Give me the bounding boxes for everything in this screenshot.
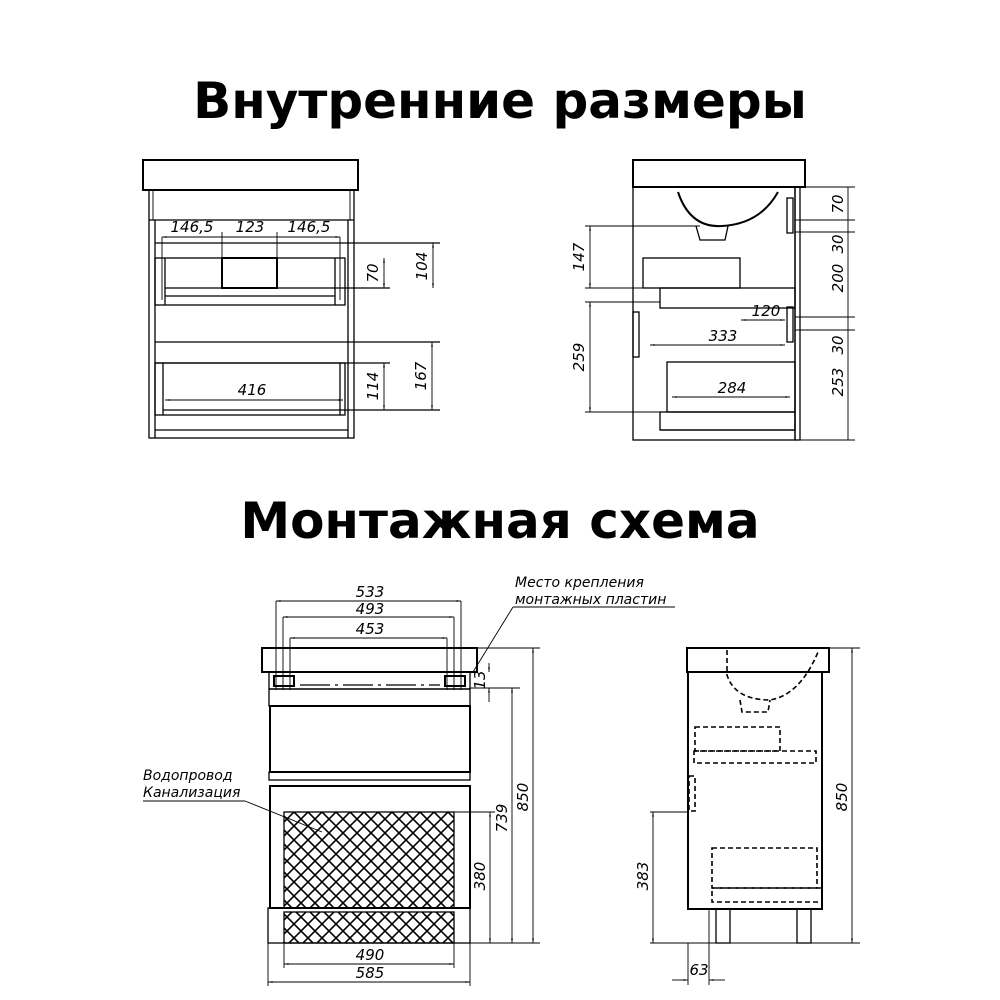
mounting-front-view: 533 493 453 490 585 13 739 850 380 Место…	[143, 575, 675, 986]
pipe-zone-hatch	[283, 811, 455, 909]
dim-width-490: 490	[356, 946, 385, 964]
dim-upper-section-height: 104	[413, 252, 431, 281]
dim-side-right-1: 70	[829, 194, 847, 213]
dim-side-right-2: 30	[829, 234, 847, 253]
callout-mount-line2: монтажных пластин	[515, 592, 666, 608]
dim-height-380: 380	[471, 862, 489, 891]
dim-lower-section-height: 167	[412, 361, 430, 390]
dim-height-13: 13	[471, 670, 489, 689]
dim-upper-drawer-height: 70	[364, 263, 382, 282]
dim-width-533: 533	[356, 583, 385, 601]
dim-left-width: 146,5	[171, 218, 214, 236]
dim-side-height-850: 850	[833, 783, 851, 812]
callout-sewage: Канализация	[143, 785, 240, 801]
dim-side-left-2: 259	[570, 343, 588, 372]
dim-side-left-1: 147	[570, 242, 588, 271]
callout-water-supply: Водопровод	[143, 768, 233, 784]
mounting-side-view: 850 383 63	[634, 647, 860, 985]
dim-width-493: 493	[356, 600, 385, 618]
callout-mount-line1: Место крепления	[515, 575, 644, 591]
dim-depth-120: 120	[752, 302, 781, 320]
dim-depth-333: 333	[709, 327, 738, 345]
dim-right-width: 146,5	[288, 218, 331, 236]
dim-lower-drawer-height: 114	[364, 372, 382, 401]
dim-side-right-5: 253	[829, 368, 847, 397]
internal-front-view: 146,5 123 146,5 70 104 114 167 416	[142, 159, 440, 439]
dim-leg-offset-63: 63	[689, 961, 708, 979]
dim-width-585: 585	[356, 964, 385, 982]
dim-height-739: 739	[493, 804, 511, 833]
title-internal-dimensions: Внутренние размеры	[193, 72, 807, 130]
dim-side-right-3: 200	[829, 264, 847, 293]
dim-height-850: 850	[514, 783, 532, 812]
title-mounting-scheme: Монтажная схема	[240, 492, 759, 550]
internal-side-view: 70 30 200 30 253 147 259 120 333 284	[570, 159, 855, 441]
dim-width-453: 453	[356, 620, 385, 638]
dim-side-right-4: 30	[829, 335, 847, 354]
dim-depth-284: 284	[718, 379, 747, 397]
dim-center-width: 123	[236, 218, 265, 236]
dim-pipe-height-383: 383	[634, 862, 652, 891]
dim-lower-drawer-width: 416	[238, 381, 267, 399]
